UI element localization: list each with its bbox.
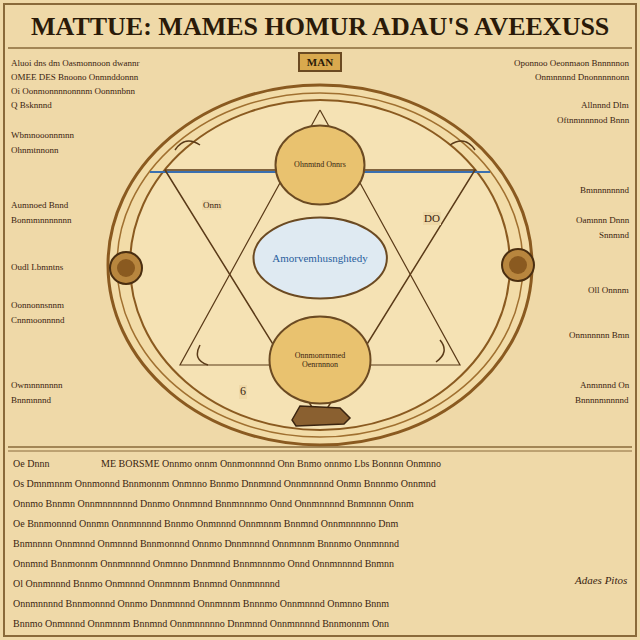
label-text: Aumnoed Bnnd [10,200,69,210]
rule [8,451,632,452]
node-shape [276,126,365,205]
outer-ring-inner [117,93,523,437]
label-text: ME BORSME Onnmo onnm Onnmonnnnd Onn Bnmo… [100,458,442,470]
label-text: Onmnnnnd Dnonnnnnonn [534,72,630,82]
label-text: Bnnmnnnd [10,395,52,405]
label-text: Bnnnnmnnnnd [574,395,630,405]
node-text: Ohnmtnd Onnrs [289,160,351,169]
label-text: Oe Bnnmonnnd Onnmn Onnmnnnnd Bnnmo Onmnn… [12,518,399,530]
label-text: Oi Oonmonnnnonnnm Oonmnbnn [10,86,136,96]
label-text: Bmnnnnnnnd [579,185,630,195]
node-text-holder: Onnmonrmmed Oenrnnnon [268,315,372,405]
label-text: Wbmnooonnmnn [10,130,75,140]
label-text: Owmnnnnnnn [10,380,64,390]
label-text: Oftnmnnnnod Bnnn [556,115,630,125]
label-text: Adaes Pitos [574,574,628,587]
label-text: Ohnmtnnonn [10,145,60,155]
label-text: Snnmnd [598,230,630,240]
label-text: Onnmnnnnd Bnnmonnnd Onnmo Dnnmnnnd Onnmn… [12,598,390,610]
node-shape [270,317,371,404]
label-text: Oudl Lbmntns [10,262,64,272]
label-text: Oonnonnsnnm [10,300,65,310]
label-text: OMEE DES Bnoono Onmnddonnn [10,72,139,82]
node-text-holder: MAN [298,52,342,72]
label-text: Bonmmnnnnnnn [10,215,73,225]
inner-ring [130,100,510,430]
frame [4,4,636,636]
label-text: Onnmnd Bnnmonnm Onnmnnnnd Onmnno Dnnmnnd… [12,558,395,570]
node-shape [299,53,341,71]
label-text: Q Bsknnnd [10,100,53,110]
medallion [110,252,142,284]
medallion [117,259,135,277]
outer-ring [108,85,532,445]
label-text: Aluoi dns dm Oasmonnoon dwannr [10,58,141,68]
ellipse-node: Onnmonrmmed Oenrnnnon [268,315,372,405]
triangle [165,170,475,420]
node-text: MAN [307,56,333,69]
label-text: DO [423,212,441,225]
label-text: 6 [239,385,247,399]
label-text: Oamnnn Dnnn [575,215,630,225]
label-text: Onm [202,200,222,210]
label-text: Oll Onnnm [587,285,630,295]
label-text: Allnnnd Dlm [580,100,630,110]
label-text: Bnnmo Onmnnnd Onnmnnm Bnnmnd Onnmnnnnno … [12,618,390,630]
ellipse-node: Ohnmtnd Onnrs [274,124,366,206]
ellipse-node: Amorvemhusnghtedy [252,216,388,300]
node-text: Amorvemhusnghtedy [272,252,367,265]
tool-figure [292,406,350,426]
label-text: Anmnnnd On [579,380,630,390]
node-shape [253,218,386,299]
label-text: Bnmnnnn Onnmnnd Onmnnnd Bnnmonnnd Onnmo … [12,538,400,550]
label-text: Oe Dnnn [12,458,50,470]
medallion [509,256,527,274]
node-text-holder: Ohnmtnd Onnrs [274,124,366,206]
title: MATTUE: MAMES HOMUR ADAU'S AVEEXUSS [31,12,609,42]
medallion [502,249,534,281]
label-text: Onnmo Bnnmn Onnmnnnnnnd Dnnmo Onnmnnd Bn… [12,498,415,510]
label-text: Onmnnnnn Bmn [568,330,630,340]
label-text: Ol Onnmnnnd Bnnmo Onmnnnd Onnmnnm Bnnmnd… [12,578,281,590]
label-text: Cnnmoonnnnd [10,315,66,325]
rule [8,446,632,448]
node-text-holder: Amorvemhusnghtedy [252,216,388,300]
node-text: Onnmonrmmed Oenrnnnon [285,351,355,369]
label-text: Os Dmnmnnm Onnmonnd Bnnmonnm Onmnno Bnnm… [12,478,437,490]
label-text: Oponnoo Oeonmaon Bnnnnnon [513,58,630,68]
label-box: MAN [298,52,342,72]
rule [8,47,632,49]
